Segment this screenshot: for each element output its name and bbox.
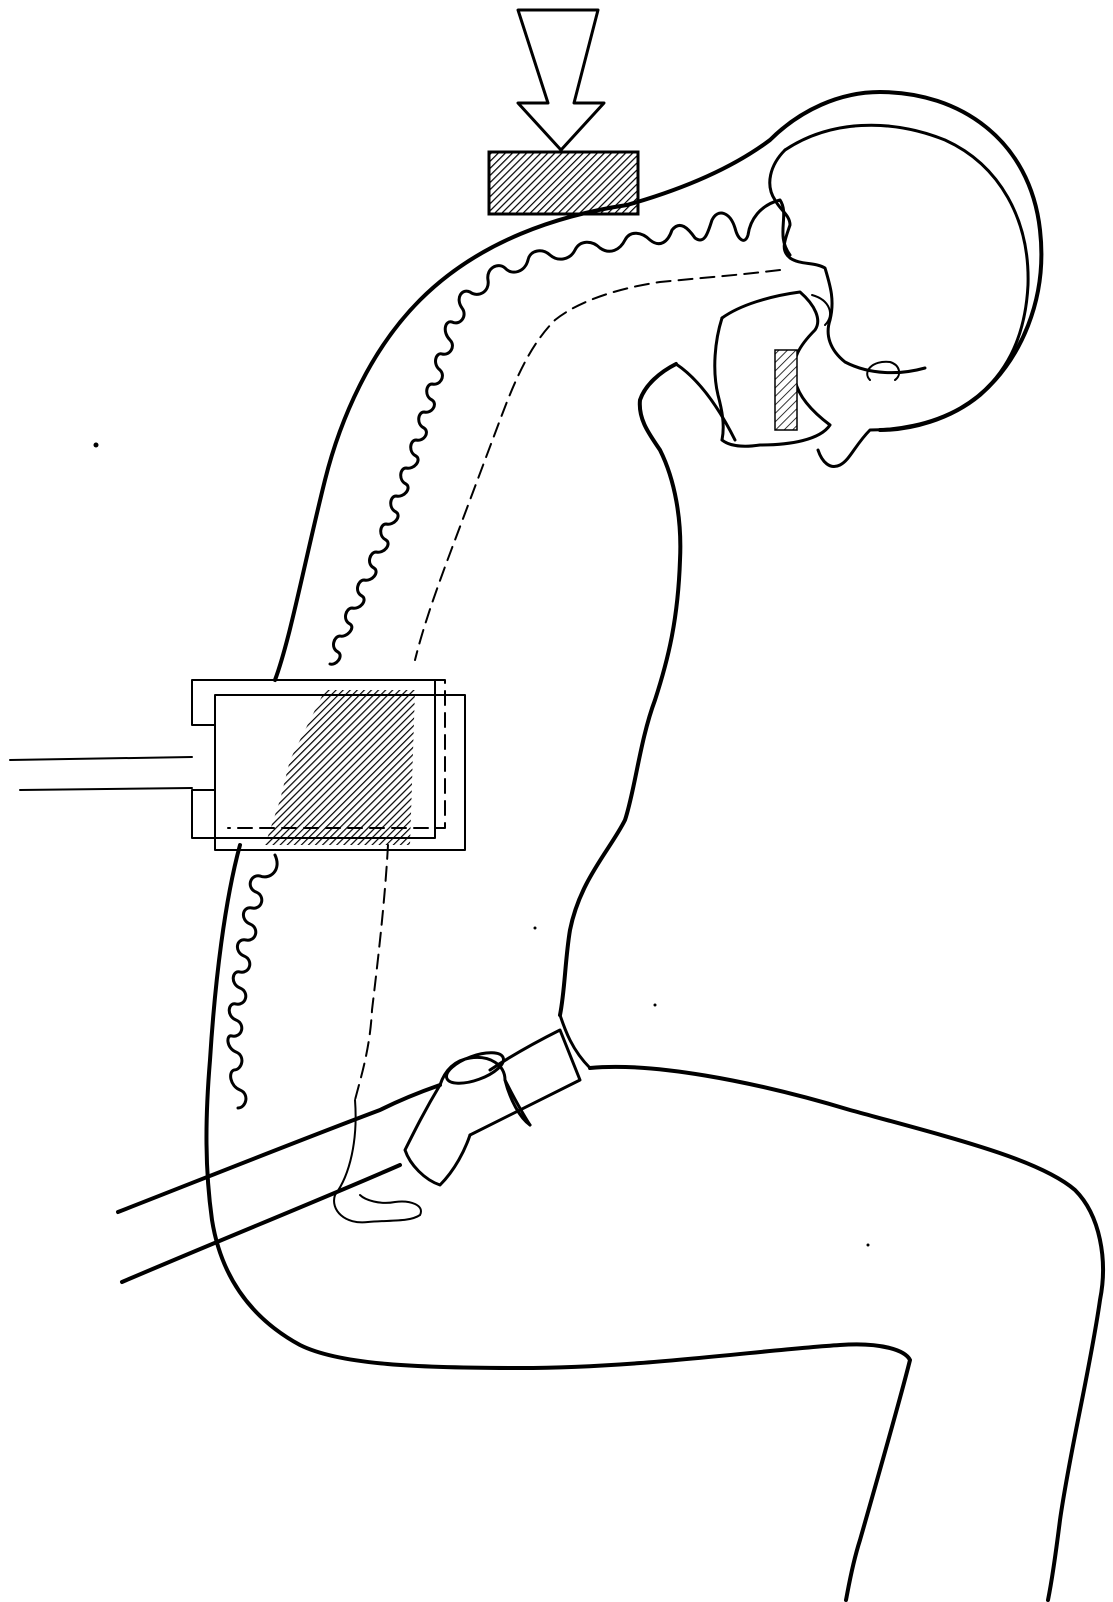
pressure-block	[489, 152, 638, 214]
load-arrow	[518, 10, 604, 150]
support-strap	[118, 1030, 580, 1282]
skull	[715, 125, 1028, 466]
pressure-transducer	[10, 680, 465, 850]
spine-lumbar	[228, 845, 421, 1222]
print-specks	[94, 443, 870, 1247]
spine-cervical-thoracic	[330, 200, 790, 664]
torso-outline	[206, 92, 1103, 1600]
teeth	[775, 350, 797, 430]
